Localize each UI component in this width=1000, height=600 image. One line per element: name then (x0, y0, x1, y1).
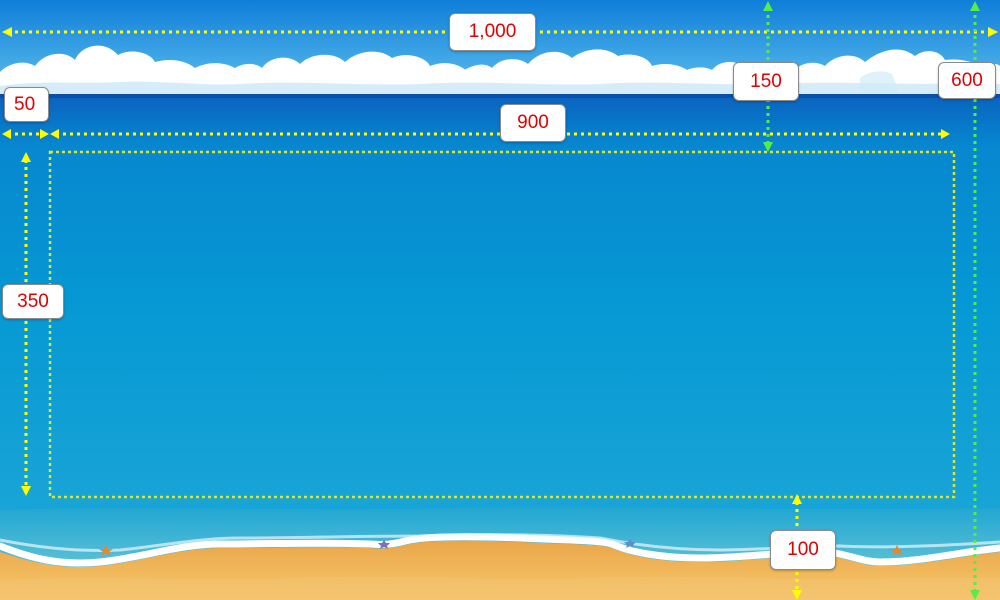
content-area-outline (48, 150, 956, 499)
width-900-label: 900 (500, 104, 566, 142)
starfish-icon (890, 545, 904, 556)
margin-50-label: 50 (4, 87, 49, 122)
shell-icon (624, 539, 636, 548)
height-150-label: 150 (733, 62, 799, 101)
width-1000-label: 1,000 (449, 13, 536, 51)
wave-foam (0, 533, 1000, 567)
height-100-label: 100 (770, 530, 836, 570)
starfish-icon (99, 545, 113, 556)
height-350-label: 350 (2, 284, 64, 319)
height-600-label: 600 (938, 62, 996, 99)
ocean (0, 94, 1000, 524)
shell-icon (378, 540, 390, 549)
